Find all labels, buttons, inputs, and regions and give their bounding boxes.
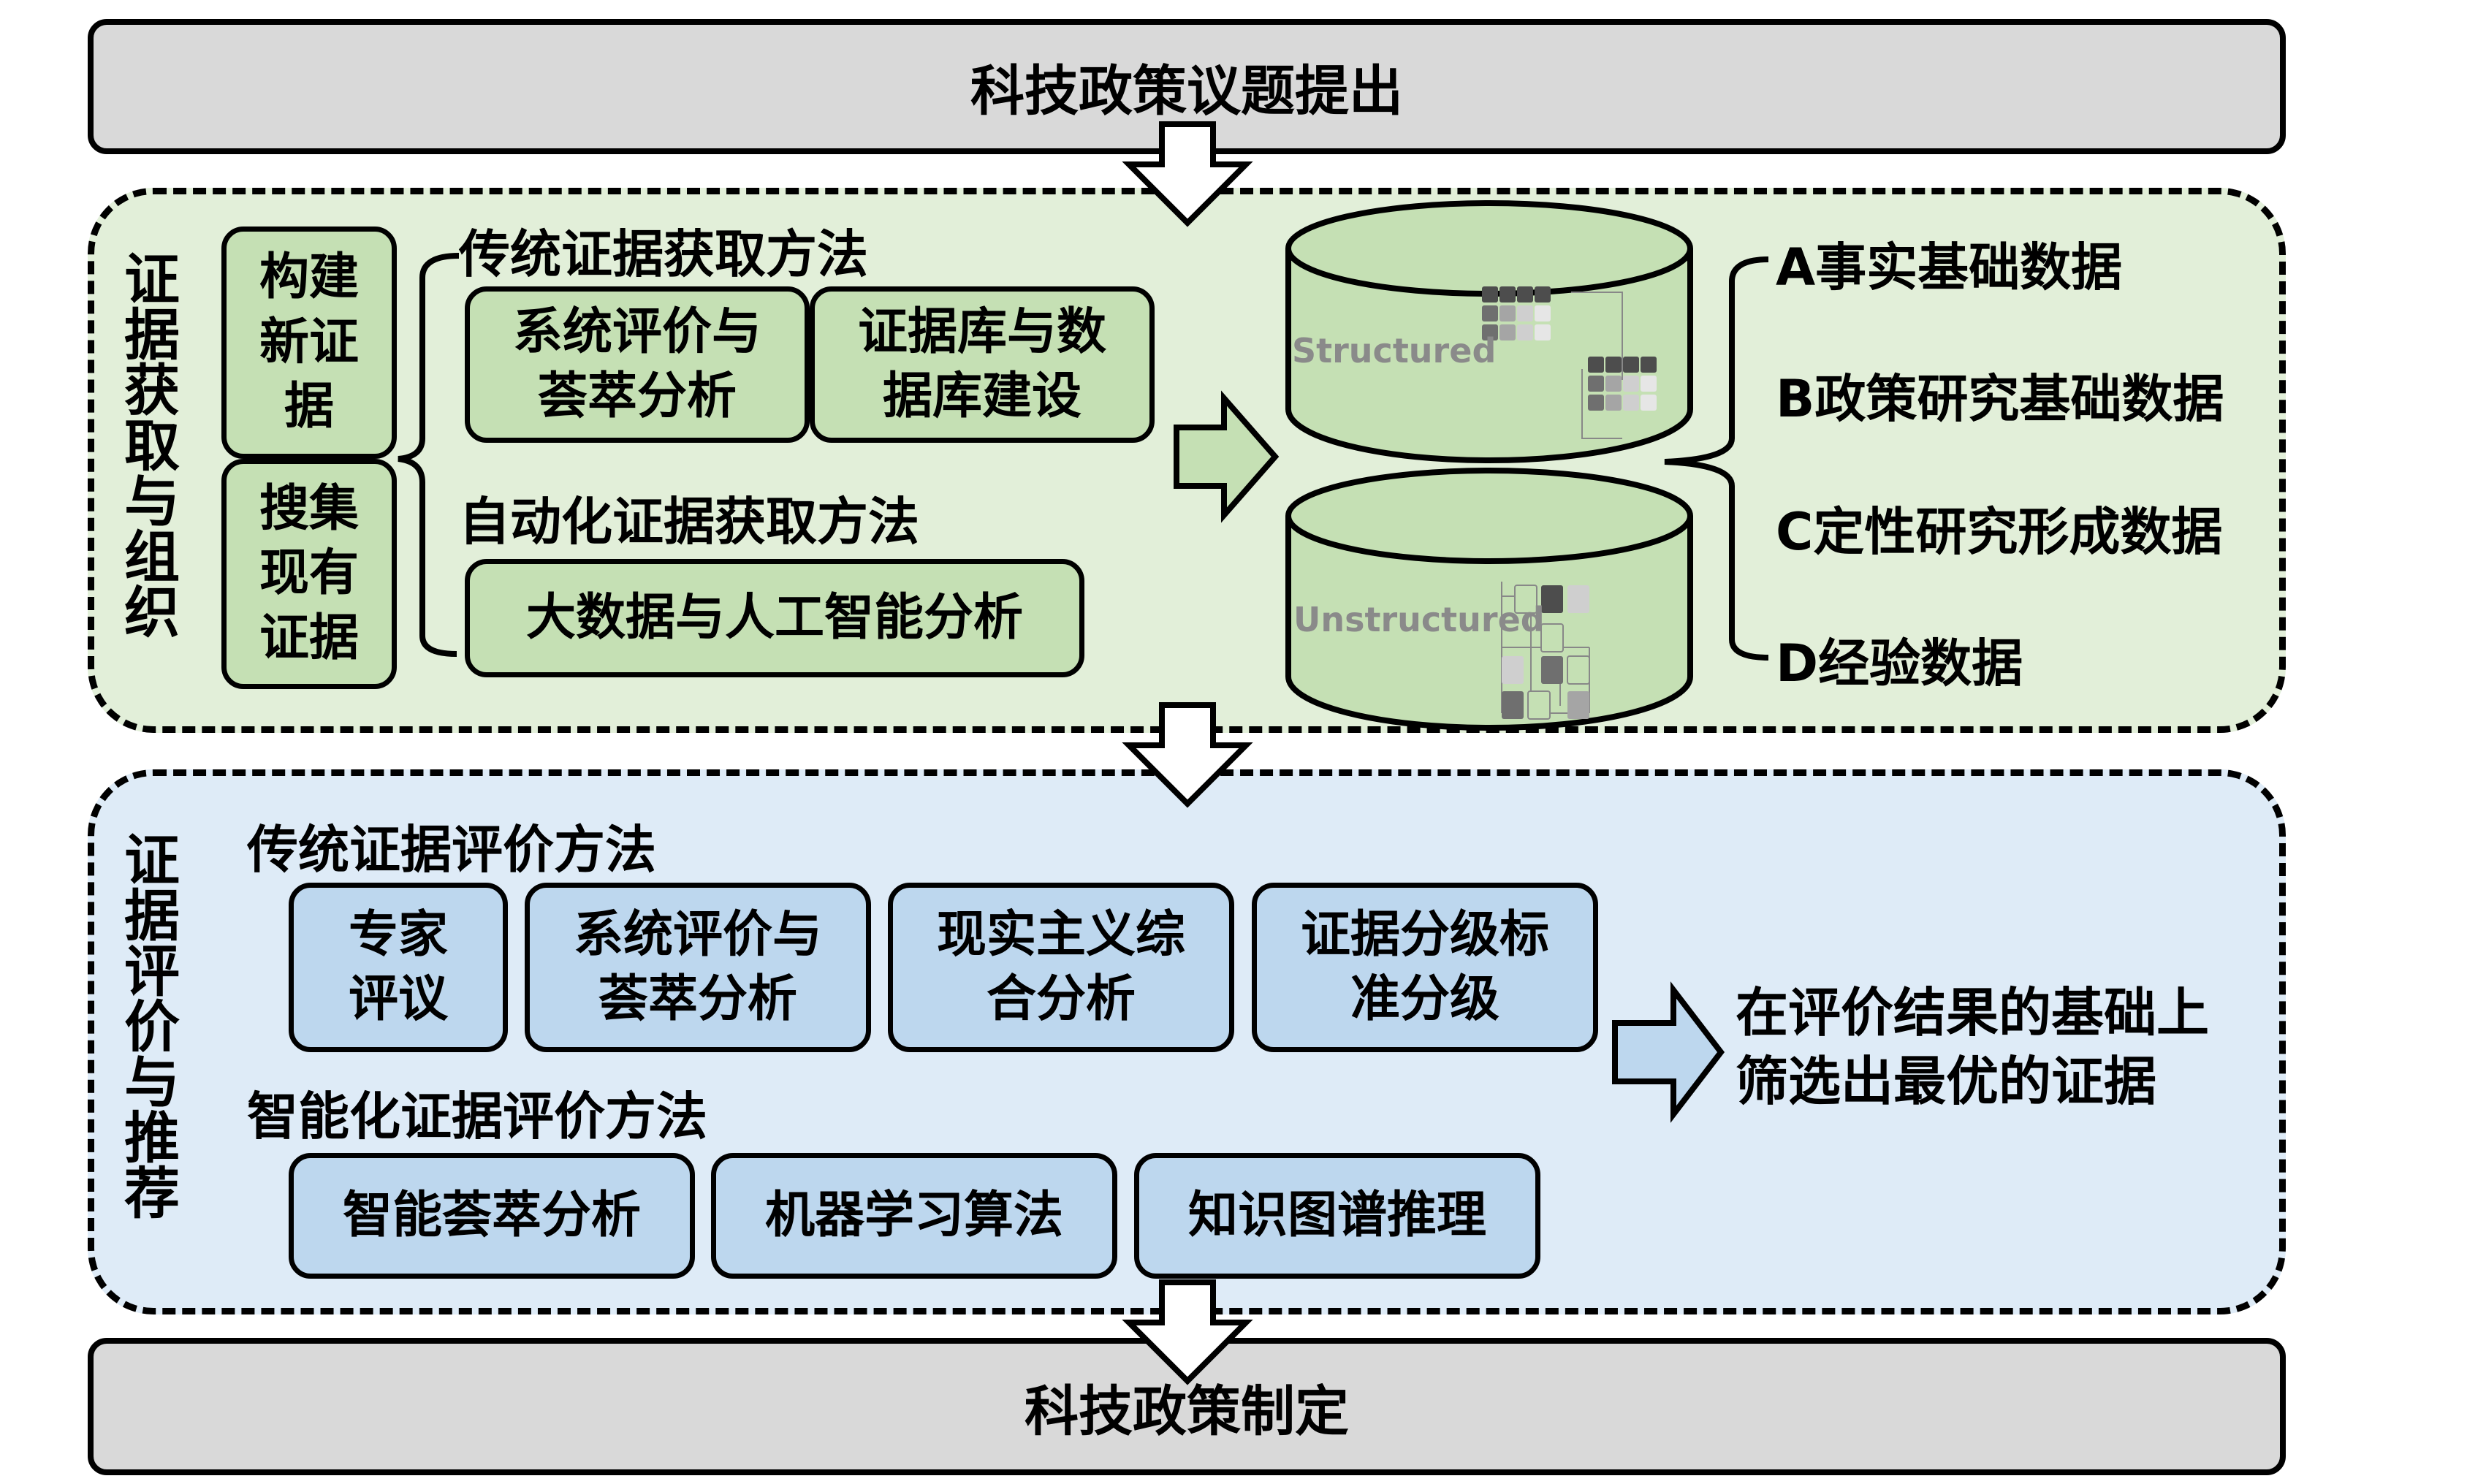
method-label: 证据库与数据库建设: [857, 302, 1106, 425]
traditional-acquisition-heading: 传统证据获取方法: [459, 224, 868, 284]
method-label: 系统评价与荟萃分析: [573, 905, 822, 1028]
policy-formulation-label: 科技政策制定: [1025, 1380, 1349, 1443]
down-arrow-icon: [1122, 1279, 1253, 1385]
down-arrow-icon: [1122, 702, 1253, 808]
intelligent-evaluation-heading: 智能化证据评价方法: [247, 1087, 707, 1146]
unstructured-data-graph-icon: [1501, 582, 1590, 720]
evaluation-result-text: 在评价结果的基础上筛选出最优的证据: [1736, 979, 2218, 1116]
eval-knowledge-graph: 知识图谱推理: [1134, 1153, 1540, 1279]
automated-acquisition-heading: 自动化证据获取方法: [459, 492, 919, 552]
right-arrow-icon: [1612, 981, 1725, 1123]
topic-proposal-label: 科技政策议题提出: [970, 60, 1403, 123]
method-label: 专家评议: [348, 905, 448, 1028]
source-label: 搜集现有证据: [259, 479, 359, 667]
acquisition-section-label: 证据获取与组织: [124, 247, 180, 645]
unstructured-database-icon: [1285, 468, 1693, 731]
eval-intelligent-meta-analysis: 智能荟萃分析: [289, 1153, 695, 1279]
method-label: 现实主义综合分析: [936, 905, 1185, 1028]
eval-expert-review: 专家评议: [289, 883, 508, 1052]
method-label: 知识图谱推理: [1187, 1186, 1486, 1244]
data-category-d: D经验数据: [1776, 633, 2023, 693]
source-label: 构建新证据: [259, 248, 359, 436]
evaluation-section-label: 证据评价与推荐: [124, 828, 180, 1226]
data-category-b: B政策研究基础数据: [1776, 369, 2224, 429]
data-category-a: A事实基础数据: [1776, 237, 2123, 297]
eval-machine-learning: 机器学习算法: [711, 1153, 1117, 1279]
down-arrow-icon: [1122, 121, 1253, 227]
structured-data-grid-icon: [1482, 286, 1657, 439]
structured-database-label: Structured: [1292, 331, 1497, 370]
method-label: 证据分级标准分级: [1300, 905, 1549, 1028]
method-label: 系统评价与荟萃分析: [512, 302, 761, 425]
result-label: 在评价结果的基础上筛选出最优的证据: [1736, 982, 2210, 1112]
data-category-c: C定性研究形成数据: [1776, 502, 2223, 562]
method-label: 机器学习算法: [764, 1186, 1063, 1244]
method-evidence-database: 证据库与数据库建设: [810, 286, 1155, 443]
structured-database-icon: [1285, 200, 1693, 463]
eval-evidence-grading: 证据分级标准分级: [1252, 883, 1598, 1052]
source-collect-existing-evidence: 搜集现有证据: [221, 459, 397, 689]
method-big-data-ai: 大数据与人工智能分析: [465, 559, 1084, 677]
traditional-evaluation-heading: 传统证据评价方法: [247, 820, 656, 880]
source-build-new-evidence: 构建新证据: [221, 227, 397, 459]
right-arrow-icon: [1174, 390, 1280, 523]
unstructured-database-label: Unstructured: [1293, 600, 1545, 639]
eval-realist-synthesis: 现实主义综合分析: [888, 883, 1234, 1052]
method-label: 智能荟萃分析: [342, 1186, 641, 1244]
method-label: 大数据与人工智能分析: [525, 588, 1023, 647]
method-systematic-review: 系统评价与荟萃分析: [465, 286, 810, 443]
eval-systematic-review: 系统评价与荟萃分析: [525, 883, 871, 1052]
